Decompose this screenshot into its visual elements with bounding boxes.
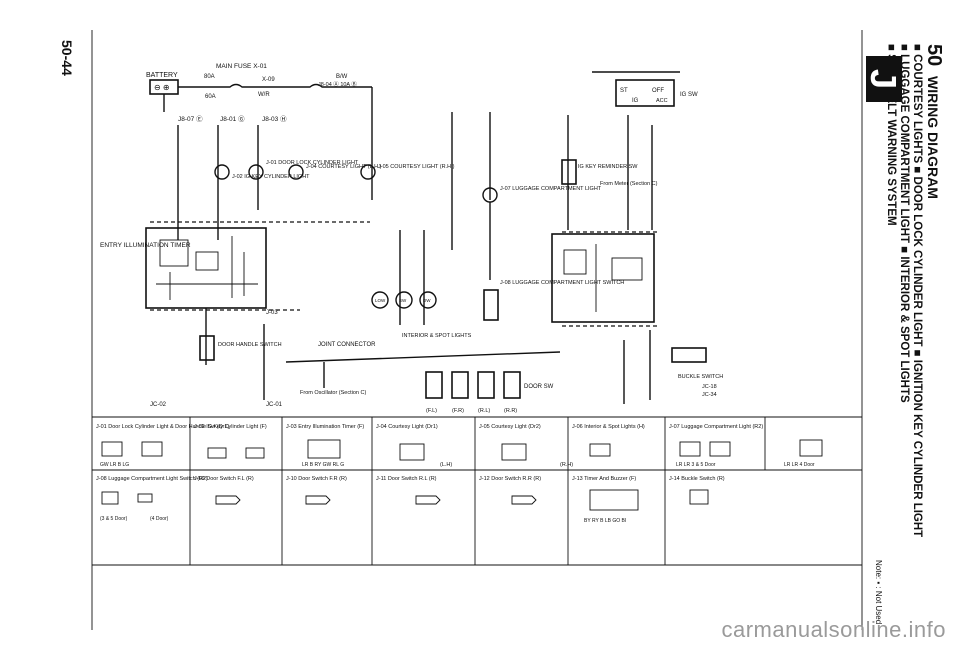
door-lock-cylinder-light: J-01 DOOR LOCK CYLINDER LIGHT: [248, 160, 359, 180]
svg-text:J-01 Door Lock Cylinder Light: J-01 Door Lock Cylinder Light & Door Han…: [96, 424, 229, 430]
svg-text:J-08 LUGGAGE COMPARTMENT LIGHT: J-08 LUGGAGE COMPARTMENT LIGHT SWITCH: [500, 280, 624, 286]
svg-text:J-05 COURTESY LIGHT (R.H.): J-05 COURTESY LIGHT (R.H.): [378, 164, 455, 170]
svg-text:LR LR 4 Door: LR LR 4 Door: [784, 462, 815, 468]
luggage-light: J-07 LUGGAGE COMPARTMENT LIGHT J-08 LUGG…: [482, 186, 624, 321]
svg-text:JOINT CONNECTOR: JOINT CONNECTOR: [318, 342, 376, 348]
svg-text:J-04 COURTESY LIGHT (L.H.): J-04 COURTESY LIGHT (L.H.): [306, 164, 382, 170]
junction-blocks: J8-07 Ⓔ J8-01 Ⓖ J8-03 Ⓗ: [177, 112, 491, 250]
ig-switch: ST IG OFF ACC IG SW: [592, 71, 698, 107]
svg-text:(R.H): (R.H): [560, 462, 573, 468]
svg-text:JC-02: JC-02: [150, 402, 167, 408]
svg-text:INTERIOR & SPOT LIGHTS: INTERIOR & SPOT LIGHTS: [402, 333, 472, 339]
courtesy-light-rh: J-05 COURTESY LIGHT (R.H.): [360, 164, 455, 180]
timer-and-buzzer: [551, 231, 660, 327]
svg-text:IG: IG: [632, 98, 639, 104]
svg-text:J8-01 Ⓖ: J8-01 Ⓖ: [220, 115, 245, 123]
door-switches: (F.L) (F.R) (R.L) (R.R) DOOR SW: [425, 371, 554, 414]
svg-text:BY RY B LB GO BI: BY RY B LB GO BI: [584, 518, 626, 524]
svg-text:SW: SW: [399, 298, 407, 303]
svg-text:J-13 Timer And Buzzer (F): J-13 Timer And Buzzer (F): [572, 476, 636, 482]
svg-text:J-04 Courtesy Light (Dr1): J-04 Courtesy Light (Dr1): [376, 424, 438, 430]
svg-text:BATTERY: BATTERY: [146, 72, 178, 79]
svg-text:J8-04 Ⓐ 10A Ⓑ: J8-04 Ⓐ 10A Ⓑ: [318, 80, 357, 88]
section-letter: J: [863, 56, 904, 102]
svg-text:JC-18: JC-18: [702, 384, 717, 390]
watermark-text: carmanualsonline.info: [721, 617, 946, 642]
svg-text:J8-03 Ⓗ: J8-03 Ⓗ: [262, 115, 287, 123]
section-title: WIRING DIAGRAM: [925, 76, 941, 199]
svg-text:J-05 Courtesy Light (Dr2): J-05 Courtesy Light (Dr2): [479, 424, 541, 430]
svg-text:ST: ST: [620, 88, 628, 94]
svg-text:(L.H): (L.H): [440, 462, 452, 468]
svg-text:J-03: J-03: [266, 310, 278, 316]
svg-text:J-14 Buckle Switch (R): J-14 Buckle Switch (R): [669, 476, 725, 482]
svg-text:(F.L): (F.L): [426, 408, 437, 414]
svg-text:J-01 DOOR LOCK CYLINDER LIGHT: J-01 DOOR LOCK CYLINDER LIGHT: [266, 160, 359, 166]
interior-spot-lights: LOW SW DW INTERIOR & SPOT LIGHTS: [371, 230, 472, 339]
door-handle-switch: DOOR HANDLE SWITCH JC-02 JC-01: [150, 308, 283, 408]
svg-text:J-07 LUGGAGE COMPARTMENT LIGHT: J-07 LUGGAGE COMPARTMENT LIGHT: [500, 186, 602, 192]
svg-text:X-09: X-09: [262, 77, 275, 83]
svg-text:DOOR SW: DOOR SW: [524, 384, 554, 390]
courtesy-light-lh: J-04 COURTESY LIGHT (L.H.): [288, 164, 382, 180]
svg-text:J-07 Luggage Compartment Light: J-07 Luggage Compartment Light (R2): [669, 424, 763, 430]
svg-text:J-10 Door Switch F.R (R): J-10 Door Switch F.R (R): [286, 476, 347, 482]
svg-text:(R.R): (R.R): [504, 408, 517, 414]
note-text: Note: ▪ : Not Used: [874, 560, 883, 624]
svg-text:J: J: [863, 69, 904, 89]
header-line2: ■ LUGGAGE COMPARTMENT LIGHT ■ INTERIOR &…: [898, 44, 910, 403]
svg-text:From Oscillator (Section C): From Oscillator (Section C): [300, 390, 366, 396]
svg-text:(3 & 5 Door): (3 & 5 Door): [100, 516, 128, 522]
header-line1: ■ COURTESY LIGHTS ■ DOOR LOCK CYLINDER L…: [911, 44, 923, 537]
ig-key-reminder-switch: IG KEY REMINDER SW From Meter (Section C…: [561, 115, 658, 230]
buckle-switch: BUCKLE SWITCH JC-18 JC-34: [623, 330, 723, 404]
main-fuse: MAIN FUSE X-01 80A 60A X-09 W/R B/W J8-0…: [178, 63, 373, 112]
svg-text:J-06 Interior & Spot Lights (H: J-06 Interior & Spot Lights (H): [572, 424, 645, 430]
svg-text:DOOR HANDLE SWITCH: DOOR HANDLE SWITCH: [218, 342, 282, 348]
svg-text:IG KEY REMINDER SW: IG KEY REMINDER SW: [578, 164, 638, 170]
svg-text:J-11 Door Switch R.L (R): J-11 Door Switch R.L (R): [376, 476, 437, 482]
svg-text:Note: ▪ : Not Used: Note: ▪ : Not Used: [874, 560, 883, 624]
svg-text:IG SW: IG SW: [680, 92, 698, 98]
svg-text:J-09 Door Switch F.L (R): J-09 Door Switch F.L (R): [194, 476, 254, 482]
svg-text:80A: 80A: [204, 74, 215, 80]
svg-text:J-08 Luggage Compartment Light: J-08 Luggage Compartment Light Switch (R…: [96, 476, 208, 482]
section-number: 50: [923, 44, 945, 66]
svg-text:DW: DW: [423, 298, 431, 303]
svg-text:J-03 Entry Illumination Timer: J-03 Entry Illumination Timer (F): [286, 424, 364, 430]
svg-text:MAIN FUSE X-01: MAIN FUSE X-01: [216, 63, 267, 70]
svg-text:B/W: B/W: [336, 74, 348, 80]
svg-text:J8-07 Ⓔ: J8-07 Ⓔ: [178, 115, 203, 123]
svg-text:J-02 IG Key Cylinder Light (F): J-02 IG Key Cylinder Light (F): [194, 424, 267, 430]
svg-text:OFF: OFF: [652, 88, 664, 94]
svg-text:50-44: 50-44: [59, 40, 75, 76]
svg-text:LR LR 3 & 5 Door: LR LR 3 & 5 Door: [676, 462, 716, 468]
joint-connector: JOINT CONNECTOR From Oscillator (Section…: [285, 342, 561, 396]
svg-text:(F.R): (F.R): [452, 408, 464, 414]
svg-text:JC-34: JC-34: [702, 392, 717, 398]
svg-text:From Meter (Section C): From Meter (Section C): [600, 181, 658, 187]
side-header: 50 WIRING DIAGRAM ■ COURTESY LIGHTS ■ DO…: [885, 44, 945, 537]
svg-text:J-02 IG KEY CYLINDER LIGHT: J-02 IG KEY CYLINDER LIGHT: [232, 174, 310, 180]
connector-row-2: J-08 Luggage Compartment Light Switch (R…: [96, 476, 725, 524]
page-number: 50-44: [59, 40, 75, 76]
svg-text:LOW: LOW: [375, 298, 386, 303]
svg-text:60A: 60A: [205, 94, 216, 100]
svg-text:(4 Door): (4 Door): [150, 516, 169, 522]
svg-text:GW LR B LG: GW LR B LG: [100, 462, 129, 468]
ig-key-cylinder-light: J-02 IG KEY CYLINDER LIGHT: [214, 164, 310, 180]
connector-row-1: J-01 Door Lock Cylinder Light & Door Han…: [96, 424, 823, 468]
battery: BATTERY ⊖ ⊕: [146, 72, 179, 112]
svg-text:J-12 Door Switch R.R (R): J-12 Door Switch R.R (R): [479, 476, 541, 482]
entry-illumination-timer: ENTRY ILLUMINATION TIMER: [100, 227, 267, 309]
svg-text:W/R: W/R: [258, 92, 270, 98]
svg-text:⊖ ⊕: ⊖ ⊕: [154, 83, 170, 92]
svg-text:JC-01: JC-01: [266, 402, 283, 408]
svg-text:ACC: ACC: [656, 98, 668, 104]
svg-text:LR B RY GW RL G: LR B RY GW RL G: [302, 462, 344, 468]
svg-text:BUCKLE SWITCH: BUCKLE SWITCH: [678, 374, 723, 380]
svg-text:(R.L): (R.L): [478, 408, 490, 414]
